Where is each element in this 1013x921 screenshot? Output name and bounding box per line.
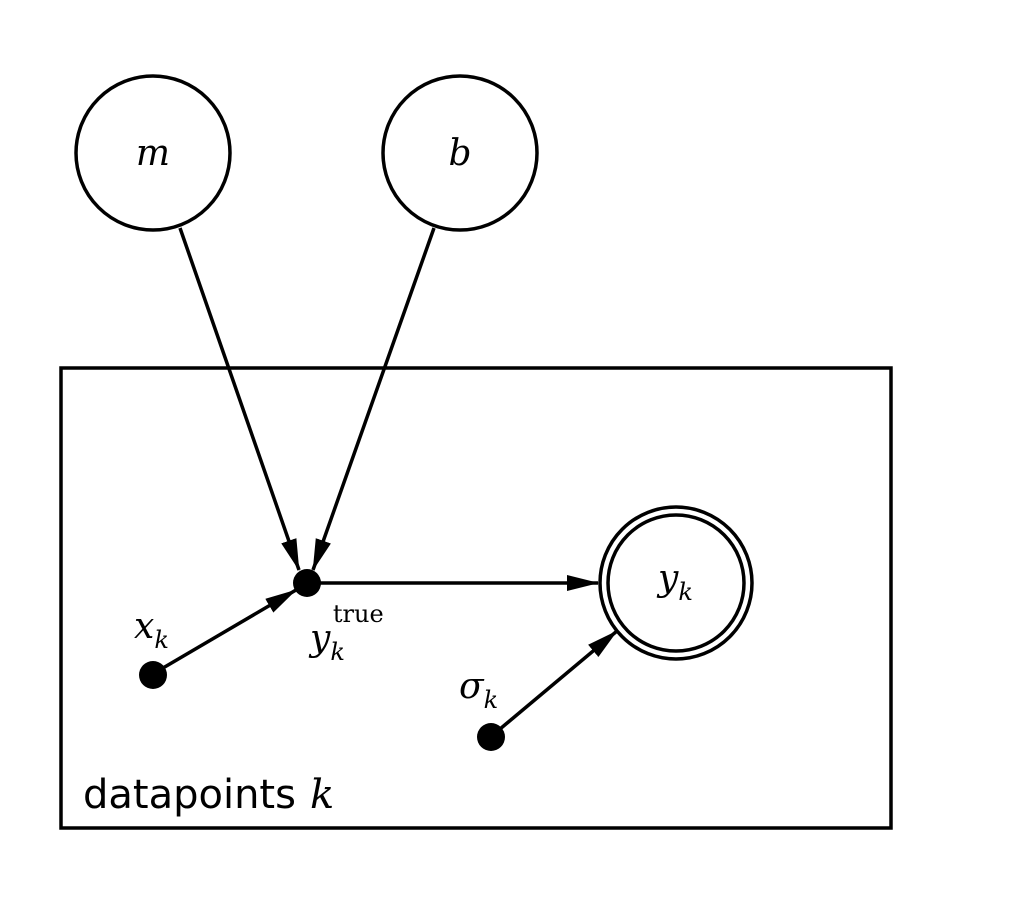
node-m-label: m: [136, 133, 170, 174]
node-b-label: b: [448, 133, 471, 174]
node-yobs-label: yk: [656, 558, 693, 606]
node-ytrue-label: yktrue: [308, 600, 384, 666]
edge-sigma-to-yobs: [498, 629, 619, 731]
edge-m-to-ytrue: [178, 227, 301, 571]
node-x: xk: [134, 606, 169, 689]
node-m: m: [74, 74, 232, 232]
node-sigma: σk: [459, 666, 505, 751]
edge-x-to-ytrue: [162, 588, 297, 670]
node-x-label: xk: [134, 606, 169, 654]
node-ytrue: yktrue: [293, 569, 384, 666]
edge-b-to-ytrue: [311, 227, 436, 571]
node-yobs: yk: [598, 505, 754, 661]
plate-datapoints: [59, 366, 893, 830]
node-b: b: [381, 74, 539, 232]
node-sigma-label: σk: [459, 666, 498, 714]
